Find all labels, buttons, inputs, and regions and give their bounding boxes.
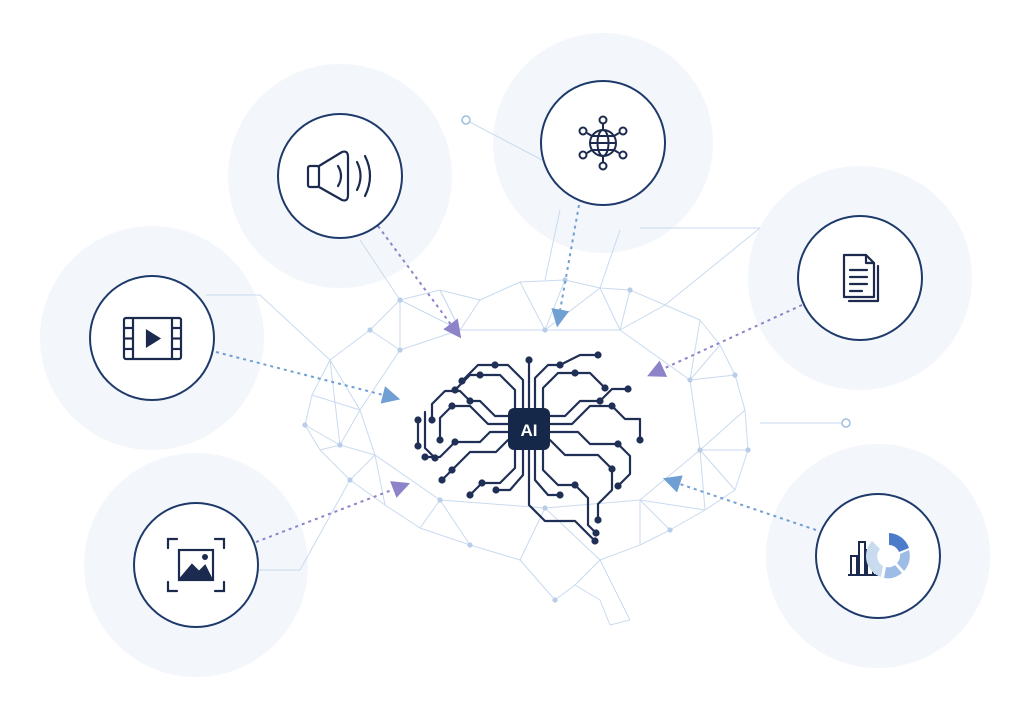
mesh-node bbox=[627, 287, 633, 293]
ai-chip: AI bbox=[508, 408, 550, 450]
circuit-node bbox=[556, 361, 564, 369]
circuit-node bbox=[624, 385, 632, 393]
speaker-icon bbox=[306, 150, 372, 202]
circuit-node bbox=[451, 386, 459, 394]
input-image bbox=[133, 502, 259, 628]
mesh-node bbox=[467, 542, 473, 548]
arrow-charts bbox=[662, 475, 817, 531]
circuit-node bbox=[594, 351, 602, 359]
circuit-node bbox=[414, 442, 422, 450]
circuit-node bbox=[492, 486, 500, 494]
circuit-node bbox=[491, 361, 499, 369]
circuit-node bbox=[636, 436, 644, 444]
arrow-audio bbox=[377, 225, 462, 339]
mesh-node bbox=[347, 477, 353, 483]
circuit-node bbox=[466, 397, 474, 405]
circuit-brain-nodes bbox=[414, 351, 644, 545]
mesh-node bbox=[687, 377, 693, 383]
mesh-node bbox=[397, 347, 403, 353]
film-play-icon bbox=[122, 316, 183, 361]
input-documents bbox=[797, 215, 923, 341]
circuit-node bbox=[421, 453, 429, 461]
network-mesh-nodes bbox=[302, 277, 751, 603]
mesh-node bbox=[367, 327, 373, 333]
circuit-node bbox=[614, 482, 622, 490]
input-video bbox=[89, 275, 215, 401]
circuit-node bbox=[438, 476, 446, 484]
circuit-node bbox=[596, 397, 604, 405]
circuit-node bbox=[601, 384, 609, 392]
circuit-node bbox=[458, 377, 466, 385]
arrow-image bbox=[255, 481, 411, 543]
mesh-node bbox=[667, 527, 673, 533]
floating-nodes bbox=[461, 115, 851, 428]
circuit-node bbox=[591, 537, 599, 545]
mesh-node bbox=[437, 497, 443, 503]
circuit-node bbox=[476, 371, 484, 379]
circuit-node bbox=[451, 438, 459, 446]
circuit-node bbox=[428, 416, 436, 424]
circuit-node bbox=[594, 516, 602, 524]
circuit-node bbox=[571, 481, 579, 489]
mesh-node bbox=[302, 422, 308, 428]
document-stack-icon bbox=[842, 253, 880, 303]
globe-network-icon bbox=[578, 115, 628, 171]
circuit-node bbox=[448, 402, 456, 410]
input-charts bbox=[815, 493, 941, 619]
circuit-node bbox=[556, 491, 564, 499]
input-web bbox=[540, 80, 666, 206]
arrow-video bbox=[215, 351, 401, 404]
circuit-node bbox=[608, 402, 616, 410]
network-mesh bbox=[206, 209, 761, 626]
circuit-node bbox=[525, 356, 533, 364]
circuit-brain-icon bbox=[416, 353, 642, 543]
circuit-node bbox=[414, 416, 422, 424]
circuit-node bbox=[571, 369, 579, 377]
mesh-node bbox=[542, 327, 548, 333]
mesh-node bbox=[397, 297, 403, 303]
mesh-node bbox=[732, 372, 738, 378]
circuit-node bbox=[592, 529, 600, 537]
circuit-node bbox=[614, 440, 622, 448]
chart-analytics-icon bbox=[848, 533, 910, 579]
image-frame-icon bbox=[166, 537, 226, 593]
ai-chip-icon bbox=[508, 408, 550, 450]
ai-chip-label: AI bbox=[521, 421, 538, 440]
input-audio bbox=[277, 113, 403, 239]
circuit-node bbox=[466, 491, 474, 499]
arrow-web bbox=[551, 204, 580, 328]
circuit-node bbox=[478, 479, 486, 487]
circuit-node bbox=[608, 465, 616, 473]
circuit-node bbox=[448, 466, 456, 474]
mesh-node bbox=[697, 447, 703, 453]
mesh-node bbox=[745, 447, 751, 453]
circuit-node bbox=[431, 454, 439, 462]
mesh-node bbox=[542, 505, 548, 511]
mesh-node bbox=[552, 597, 558, 603]
input-arrows bbox=[215, 204, 817, 543]
circuit-node bbox=[436, 436, 444, 444]
mesh-node bbox=[337, 442, 343, 448]
